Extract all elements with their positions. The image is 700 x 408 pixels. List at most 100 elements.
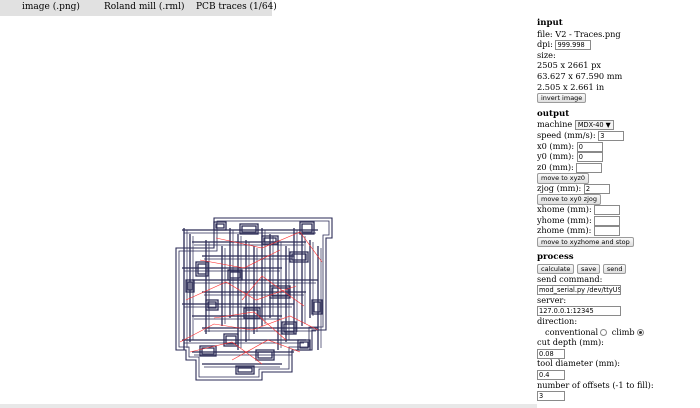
conventional-radio[interactable]: [600, 329, 608, 337]
machine-label: machine: [537, 119, 573, 130]
toolpath-segment: [241, 225, 257, 233]
yhome-input[interactable]: [594, 215, 621, 226]
size-label: size:: [537, 49, 556, 60]
offsets-label: number of offsets (-1 to fill):: [537, 379, 654, 390]
toolpath-segment: [243, 307, 261, 319]
save-button[interactable]: save: [577, 263, 601, 275]
toolpath-segment: [215, 223, 225, 229]
tab-pcb-traces[interactable]: PCB traces (1/64): [196, 2, 277, 12]
toolpath-segment: [187, 281, 193, 291]
tool-diameter-input[interactable]: 0.4: [537, 370, 565, 380]
tab-roland-mill[interactable]: Roland mill (.rml): [104, 2, 185, 12]
output-section-title: output: [537, 108, 570, 119]
toolpath-segment: [269, 285, 291, 299]
x0-input[interactable]: 0: [576, 141, 603, 152]
toolpath-segment: [235, 365, 255, 375]
z0-label: z0 (mm):: [537, 161, 574, 172]
zhome-label: zhome (mm):: [537, 225, 592, 236]
dpi-label: dpi:: [537, 39, 553, 50]
send-button[interactable]: send: [602, 263, 627, 275]
toolpath-segment: [299, 221, 315, 235]
tab-image-png[interactable]: image (.png): [22, 2, 80, 12]
toolpath-segment: [231, 339, 301, 361]
move-to-home-button[interactable]: move to xyzhome and stop: [537, 236, 634, 248]
move-to-xyz0-button[interactable]: move to xyz0: [537, 173, 590, 184]
move-to-xy0-zjog-button[interactable]: move to xy0 zjog: [537, 194, 602, 205]
toolpath-segment: [185, 281, 297, 301]
toolpath-segment: [281, 321, 297, 335]
toolpath-segment: [207, 301, 217, 309]
toolpath-segment: [179, 315, 319, 343]
toolpath-segment: [227, 269, 243, 281]
z0-input[interactable]: [576, 162, 603, 173]
size-in: 2.505 x 2.661 in: [537, 81, 605, 92]
y0-label: y0 (mm):: [537, 151, 575, 162]
toolpath-segment: [311, 299, 323, 315]
climb-label: climb: [611, 326, 635, 337]
send-command-label: send command:: [537, 273, 603, 284]
climb-radio[interactable]: [636, 329, 644, 337]
toolpath-segment: [229, 271, 241, 279]
zjog-input[interactable]: 2: [583, 183, 610, 194]
yhome-label: yhome (mm):: [537, 214, 592, 225]
speed-input[interactable]: 3: [598, 130, 625, 141]
toolpath-segment: [283, 323, 295, 333]
toolpath-segment: [289, 251, 309, 263]
size-mm: 63.627 x 67.590 mm: [537, 70, 623, 81]
speed-label: speed (mm/s):: [537, 129, 596, 140]
cut-depth-input[interactable]: 0.08: [537, 348, 565, 359]
toolpath-segment: [197, 263, 207, 275]
toolpath-segment: [257, 351, 273, 359]
send-command-input[interactable]: mod_serial.py /dev/ttyUSB: [537, 285, 621, 296]
toolpath-segment: [245, 309, 259, 317]
horizontal-scrollbar[interactable]: [0, 404, 537, 408]
toolpath-segment: [239, 223, 259, 235]
file-name: file: V2 - Traces.png: [537, 28, 621, 39]
offsets-input[interactable]: 3: [537, 391, 565, 402]
toolpath-segment: [213, 311, 287, 341]
toolpath-segment: [213, 221, 227, 231]
toolpath-segment: [178, 220, 330, 378]
conventional-label: conventional: [545, 326, 599, 337]
toolpath-traces: [175, 217, 333, 381]
y0-input[interactable]: 0: [576, 152, 603, 163]
toolpath-segment: [301, 223, 313, 233]
toolpath-segment: [215, 231, 323, 263]
toolpath-segment: [291, 253, 307, 261]
toolpath-segment: [201, 347, 215, 355]
toolpath-segment: [297, 339, 311, 351]
toolpath-segment: [255, 349, 275, 361]
calculate-button[interactable]: calculate: [537, 263, 575, 275]
toolpath-segment: [175, 217, 333, 381]
top-menu-bar: image (.png) Roland mill (.rml) PCB trac…: [0, 0, 277, 16]
toolpath-segment: [241, 275, 305, 307]
direction-label: direction:: [537, 316, 578, 327]
input-section-title: input: [537, 18, 563, 28]
zhome-input[interactable]: [594, 226, 621, 237]
machine-select[interactable]: MDX-40 ▼: [574, 120, 614, 131]
toolpath-segment: [195, 261, 209, 277]
xhome-input[interactable]: [594, 205, 621, 216]
cut-depth-label: cut depth (mm):: [537, 337, 604, 348]
toolpath-segment: [225, 335, 237, 345]
xhome-label: xhome (mm):: [537, 204, 592, 215]
toolpath-segment: [199, 249, 281, 269]
dpi-input[interactable]: 999.998: [555, 40, 592, 51]
toolpath-segment: [299, 341, 309, 349]
server-input[interactable]: 127.0.0.1:12345: [537, 306, 621, 317]
tool-diameter-label: tool diameter (mm):: [537, 358, 621, 369]
toolpath-segment: [313, 301, 321, 313]
toolpath-segment: [205, 299, 219, 311]
toolpath-segment: [271, 287, 289, 297]
size-px: 2505 x 2661 px: [537, 60, 601, 71]
server-label: server:: [537, 294, 567, 305]
x0-label: x0 (mm):: [537, 140, 575, 151]
toolpath-canvas: [175, 217, 333, 381]
toolpath-segment: [199, 345, 217, 357]
toolpath-segment: [237, 367, 253, 373]
zjog-label: zjog (mm):: [537, 182, 582, 193]
toolpath-moves: [179, 231, 323, 365]
toolpath-segment: [261, 235, 279, 245]
invert-image-button[interactable]: invert image: [537, 92, 587, 104]
toolpath-segment: [185, 279, 195, 293]
